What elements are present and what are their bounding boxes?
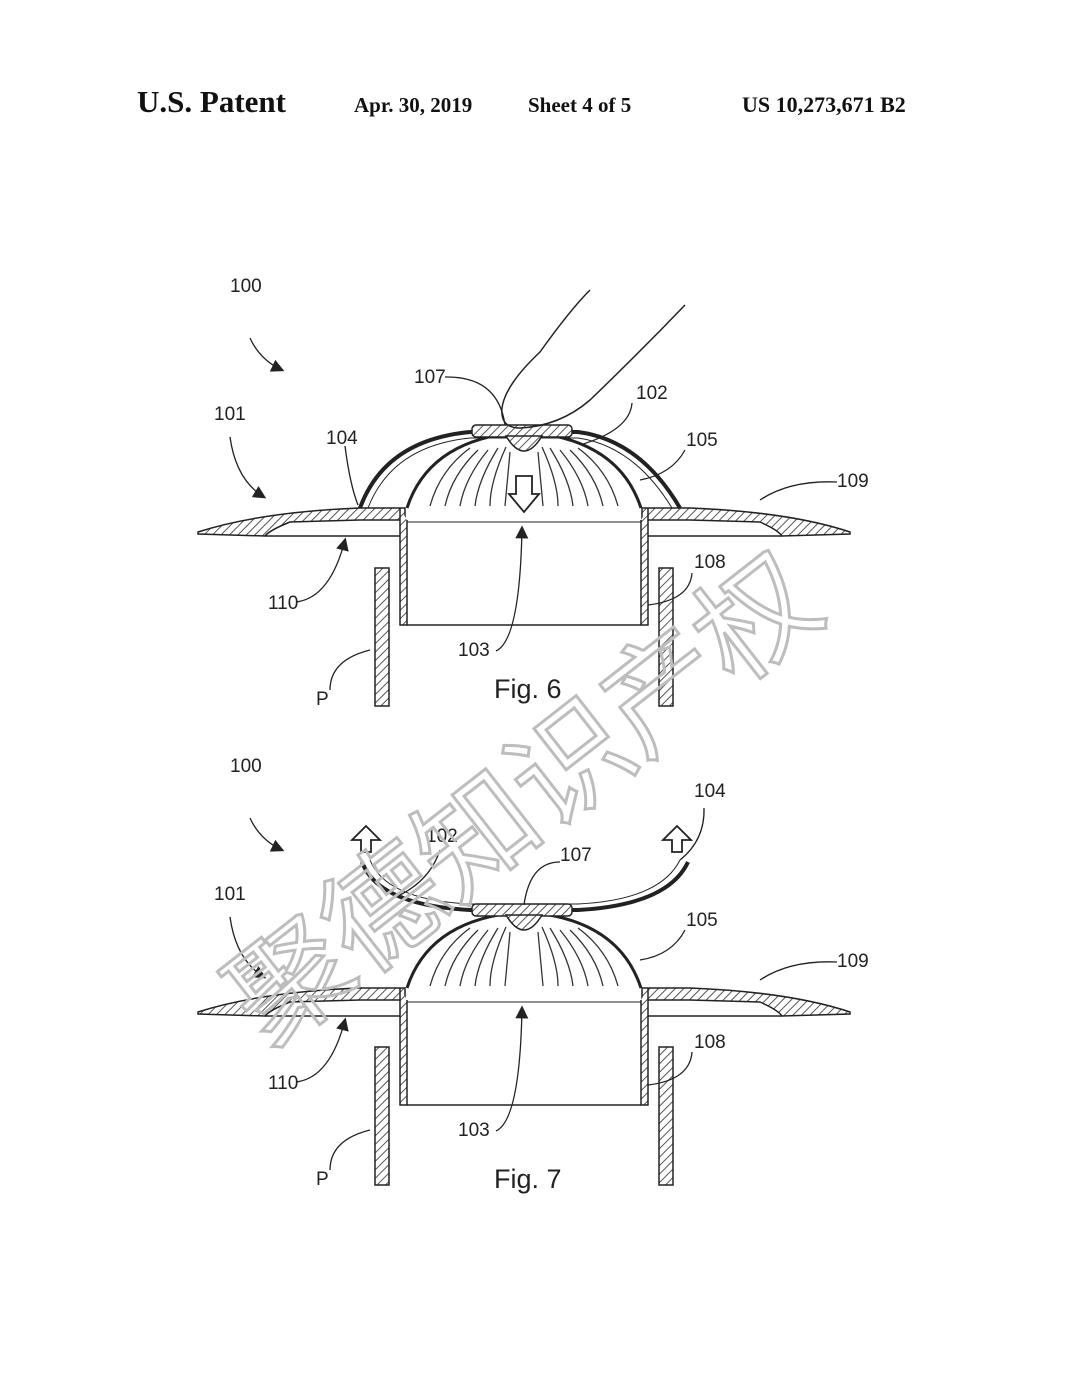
sheet-number: Sheet 4 of 5 <box>528 93 632 117</box>
fig6-caption: Fig. 6 <box>494 674 562 704</box>
fig7-label-110: 110 <box>268 1073 298 1094</box>
fig7-label-107: 107 <box>560 845 592 866</box>
fig7-label-102: 102 <box>426 826 458 847</box>
fig7-label-101: 101 <box>214 884 246 905</box>
figure-6: 100 101 107 102 104 105 109 108 110 103 … <box>197 276 869 710</box>
fig6-label-104: 104 <box>326 428 358 449</box>
fig7-label-103: 103 <box>458 1120 490 1141</box>
fig6-label-105: 105 <box>686 430 718 451</box>
fig6-label-101: 101 <box>214 404 246 425</box>
fig6-label-107: 107 <box>414 367 446 388</box>
patent-title: U.S. Patent <box>137 84 286 119</box>
fig6-label-108: 108 <box>694 552 726 573</box>
fig7-label-P: P <box>316 1169 329 1190</box>
figure-7: 100 101 102 107 104 105 109 108 110 103 … <box>197 756 869 1194</box>
fig7-label-100: 100 <box>230 756 262 777</box>
fig7-caption: Fig. 7 <box>494 1164 562 1194</box>
fig6-label-109: 109 <box>837 471 869 492</box>
fig7-label-105: 105 <box>686 910 718 931</box>
fig6-label-110: 110 <box>268 593 298 614</box>
patent-date: Apr. 30, 2019 <box>354 93 473 117</box>
fig6-label-103: 103 <box>458 640 490 661</box>
fig6-label-102: 102 <box>636 383 668 404</box>
fig7-label-109: 109 <box>837 951 869 972</box>
fig6-label-100: 100 <box>230 276 262 297</box>
fig7-label-108: 108 <box>694 1032 726 1053</box>
fig7-label-104: 104 <box>694 781 726 802</box>
fig6-label-P: P <box>316 689 329 710</box>
patent-number: US 10,273,671 B2 <box>742 92 906 117</box>
